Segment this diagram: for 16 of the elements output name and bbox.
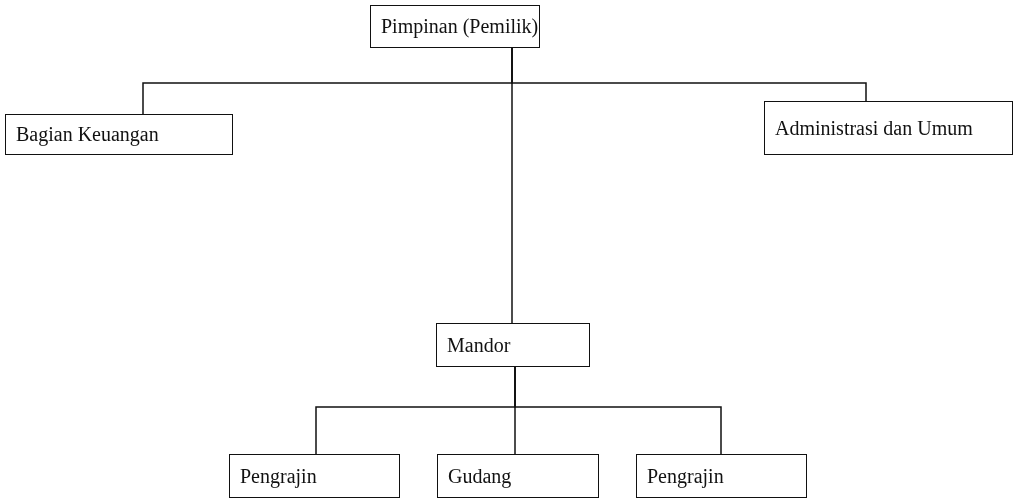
- org-box: [229, 454, 400, 498]
- connector-line: [514, 366, 722, 455]
- connector-line: [511, 47, 513, 324]
- position-title: Pengrajin: [240, 464, 317, 488]
- org-box: [437, 454, 599, 498]
- org-box: [764, 101, 1013, 155]
- position-title: Pimpinan (Pemilik): [381, 15, 539, 38]
- position-title: Mandor: [447, 333, 511, 357]
- org-box: [436, 323, 590, 367]
- position-title: Administrasi dan Umum: [775, 116, 973, 140]
- org-box: [636, 454, 807, 498]
- position-title: Bagian Keuangan: [16, 123, 159, 146]
- position-title: Gudang: [448, 464, 512, 488]
- org-box: [5, 114, 233, 155]
- org-box: [370, 5, 540, 48]
- position-title: Pengrajin: [647, 464, 724, 488]
